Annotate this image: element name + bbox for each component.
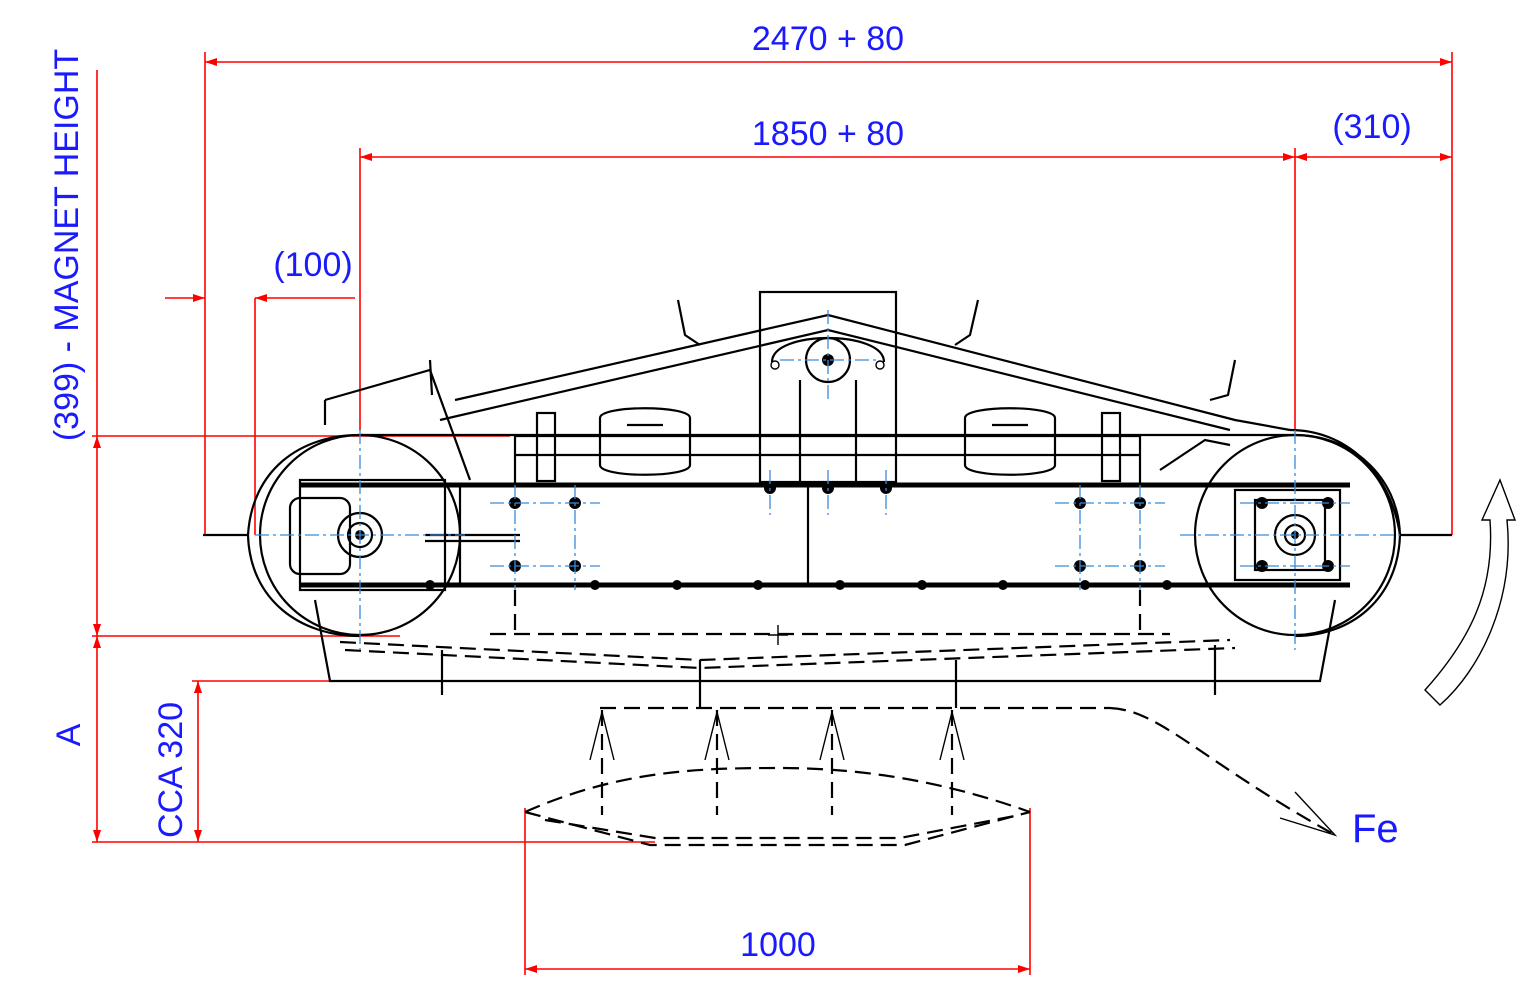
dim-left-offset-text: (100) [273, 246, 352, 284]
rotation-arrow [1424, 478, 1517, 706]
dimension-lines [92, 52, 1453, 975]
dim-a-text: A [50, 723, 88, 746]
burden-profile [524, 766, 1031, 814]
fe-trajectory [1109, 706, 1336, 836]
attraction-arrows [589, 706, 1110, 815]
fe-label: Fe [1352, 807, 1399, 851]
dim-magnet-height-text: (399) - MAGNET HEIGHT [48, 49, 86, 441]
rail-bolts [425, 482, 1334, 590]
dim-belt-width-text: 1000 [740, 926, 816, 964]
lower-housing [313, 599, 1337, 683]
magnet-body [203, 290, 1452, 708]
material-flow [524, 478, 1517, 847]
center-lines [255, 310, 1400, 650]
dim-clearance-text: CCA 320 [152, 702, 190, 838]
dim-right-offset-text: (310) [1332, 108, 1411, 146]
dim-overall-text: 2470 + 80 [752, 20, 904, 58]
dim-drum-centers-text: 1850 + 80 [752, 115, 904, 153]
dimension-texts: 2470 + 80 1850 + 80 (310) (100) (399) - … [48, 20, 1412, 964]
